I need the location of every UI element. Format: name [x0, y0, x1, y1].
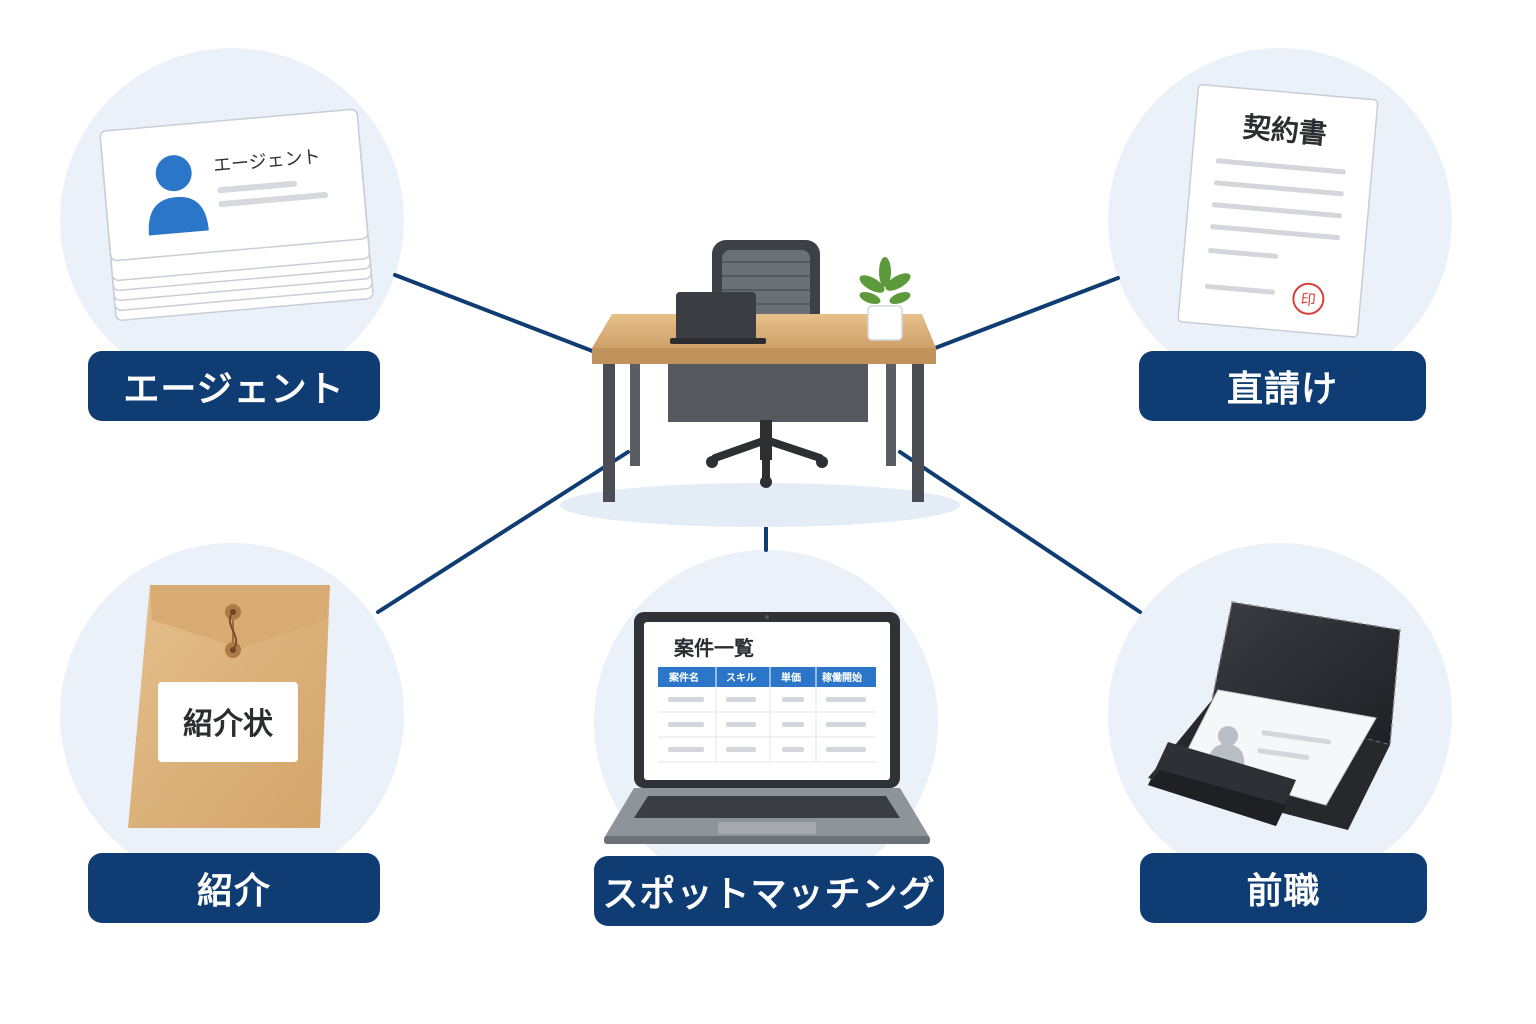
category-label-former: 前職	[1140, 853, 1427, 923]
contract-title: 契約書	[1242, 111, 1329, 151]
business-card-case-icon	[1148, 601, 1401, 830]
category-label-referral: 紹介	[88, 853, 380, 923]
desk-icon	[560, 240, 960, 527]
category-label-former-text: 前職	[1246, 871, 1321, 912]
connector-direct	[928, 276, 1120, 352]
connector-agent	[393, 273, 597, 354]
envelope-label: 紹介状	[183, 707, 274, 742]
category-label-referral-text: 紹介	[196, 871, 271, 912]
laptop-job-list-icon: 案件一覧 案件名 スキル 単価 稼働開始	[604, 612, 930, 844]
connector-lines	[376, 273, 1142, 614]
business-card-stack-icon: エージェント	[99, 108, 374, 321]
job-table-header-cell: 稼働開始	[822, 671, 862, 684]
category-label-spot-text: スポットマッチング	[602, 874, 936, 915]
person-icon	[148, 155, 209, 236]
seal-icon: 印	[1292, 282, 1325, 315]
job-list-title: 案件一覧	[673, 636, 754, 660]
connector-former	[898, 450, 1142, 614]
category-label-direct-text: 直請け	[1226, 369, 1338, 410]
category-label-agent: エージェント	[88, 351, 380, 421]
job-table-header	[658, 667, 876, 687]
category-label-direct: 直請け	[1139, 351, 1426, 421]
category-label-spot: スポットマッチング	[594, 856, 944, 926]
contract-document-icon: 契約書 印	[1177, 84, 1379, 338]
envelope-icon: 紹介状	[128, 585, 330, 828]
connector-referral	[376, 450, 630, 614]
job-table-header-cell: スキル	[726, 672, 756, 684]
category-label-agent-text: エージェント	[123, 369, 345, 410]
seal-text: 印	[1300, 290, 1317, 309]
job-table-header-cell: 案件名	[668, 671, 699, 684]
job-table-header-cell: 単価	[781, 671, 801, 684]
